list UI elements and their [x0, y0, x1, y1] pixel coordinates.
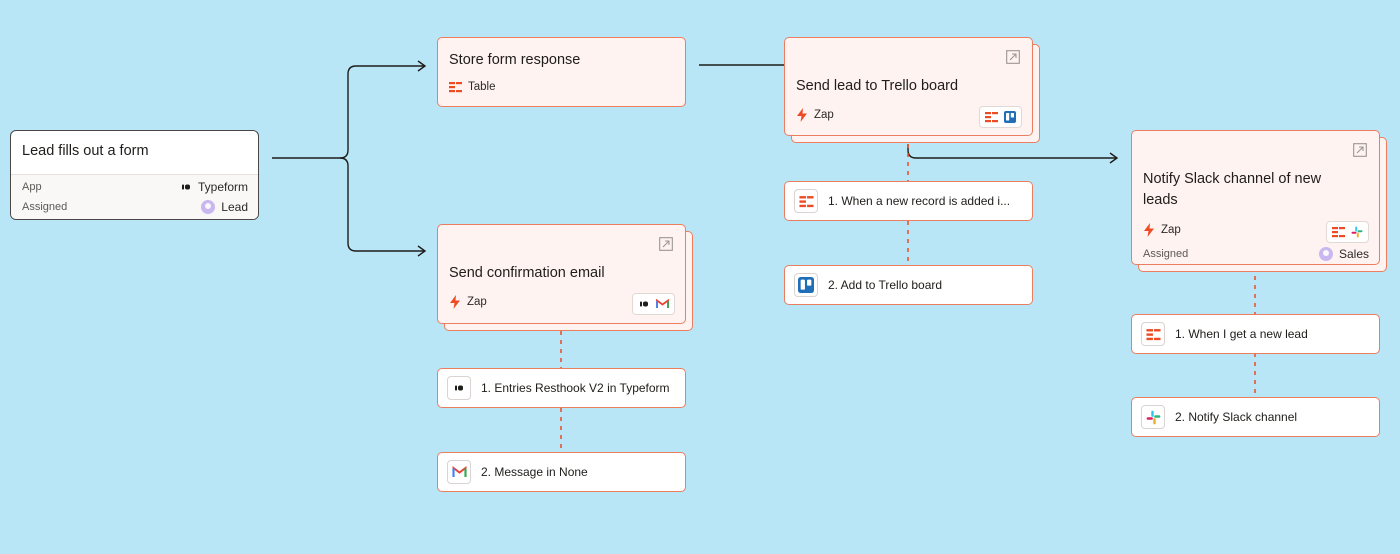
- zap-card-title: Send lead to Trello board: [796, 78, 959, 94]
- step-trello-2[interactable]: 2. Add to Trello board: [784, 265, 1033, 305]
- zap-card-assigned-value: Sales: [1318, 247, 1369, 261]
- zap-bolt-icon: [450, 295, 460, 309]
- table-card-store-form[interactable]: Store form response Table: [437, 37, 686, 107]
- trigger-app-value: Typeform: [180, 180, 248, 194]
- typeform-icon: [447, 376, 471, 400]
- step-trello-1[interactable]: 1. When a new record is added i...: [784, 181, 1033, 221]
- step-label: 1. Entries Resthook V2 in Typeform: [481, 381, 670, 395]
- external-link-icon[interactable]: [659, 237, 673, 251]
- zap-bolt-icon: [797, 108, 807, 122]
- zap-card-assigned-label: Assigned: [1143, 248, 1189, 260]
- zap-card-title-line-1: Notify Slack channel of new: [1143, 171, 1322, 187]
- step-label: 1. When I get a new lead: [1175, 327, 1308, 341]
- zap-app-icons: [1326, 221, 1369, 243]
- trigger-card-lead-form[interactable]: Lead fills out a form App Typeform Assig…: [10, 130, 259, 220]
- step-label: 2. Message in None: [481, 465, 588, 479]
- connector-trello-slack: [907, 144, 1116, 159]
- trigger-app-label: App: [22, 181, 42, 193]
- zap-card-assigned-row: Assigned Sales: [1143, 247, 1369, 261]
- table-card-type: Table: [449, 81, 496, 93]
- zap-card-type: Zap: [796, 108, 834, 122]
- tables-icon: [449, 82, 462, 93]
- external-link-icon[interactable]: [1006, 50, 1020, 64]
- zap-card-trello-wrap: Send lead to Trello board Zap: [784, 37, 1040, 143]
- tables-icon: [1332, 227, 1345, 238]
- trigger-assigned-label: Assigned: [22, 201, 68, 213]
- step-confirm-1[interactable]: 1. Entries Resthook V2 in Typeform: [437, 368, 686, 408]
- trigger-title: Lead fills out a form: [22, 143, 149, 159]
- zap-bolt-icon: [1144, 223, 1154, 237]
- arrowhead-slack: [1109, 152, 1119, 164]
- trello-icon: [1004, 111, 1016, 123]
- tables-icon: [1141, 322, 1165, 346]
- trigger-meta: App Typeform Assigned Lead: [11, 174, 258, 219]
- zap-card-title: Send confirmation email: [449, 265, 605, 281]
- connector-source-confirm: [339, 157, 424, 252]
- step-slack-1[interactable]: 1. When I get a new lead: [1131, 314, 1380, 354]
- external-link-icon[interactable]: [1353, 143, 1367, 157]
- avatar-icon: [201, 200, 216, 214]
- step-confirm-2[interactable]: 2. Message in None: [437, 452, 686, 492]
- trigger-assigned-value: Lead: [201, 200, 248, 214]
- step-slack-2[interactable]: 2. Notify Slack channel: [1131, 397, 1380, 437]
- zap-card-confirm-wrap: Send confirmation email Zap: [437, 224, 693, 331]
- zap-card-confirm-email[interactable]: Send confirmation email Zap: [437, 224, 693, 331]
- step-label: 2. Add to Trello board: [828, 278, 943, 292]
- trigger-assigned-row: Assigned Lead: [22, 200, 248, 214]
- slack-icon: [1141, 405, 1165, 429]
- gmail-icon: [447, 460, 471, 484]
- connector-source-branch: [272, 65, 424, 159]
- trello-icon: [794, 273, 818, 297]
- zap-card-type: Zap: [1143, 223, 1181, 237]
- zap-card-type: Zap: [449, 295, 487, 309]
- step-label: 2. Notify Slack channel: [1175, 410, 1298, 424]
- arrowhead-confirm: [417, 245, 427, 257]
- zap-card-trello[interactable]: Send lead to Trello board Zap: [784, 37, 1040, 143]
- table-card-title: Store form response: [449, 52, 581, 68]
- typeform-icon: [640, 301, 648, 307]
- zap-card-slack-wrap: Notify Slack channel of new leads Zap: [1131, 130, 1387, 272]
- tables-icon: [794, 189, 818, 213]
- zap-app-icons: [979, 106, 1022, 128]
- slack-icon: [1351, 226, 1363, 238]
- arrowhead-store: [417, 60, 427, 72]
- avatar-icon: [1318, 247, 1333, 261]
- zap-app-icons: [632, 293, 675, 315]
- trigger-app-row: App Typeform: [22, 180, 248, 194]
- step-label: 1. When a new record is added i...: [828, 194, 1011, 208]
- tables-icon: [985, 112, 998, 123]
- typeform-icon: [181, 184, 190, 190]
- gmail-icon: [656, 299, 669, 308]
- zap-card-slack[interactable]: Notify Slack channel of new leads Zap: [1131, 130, 1387, 272]
- zap-card-title-line-2: leads: [1143, 192, 1178, 208]
